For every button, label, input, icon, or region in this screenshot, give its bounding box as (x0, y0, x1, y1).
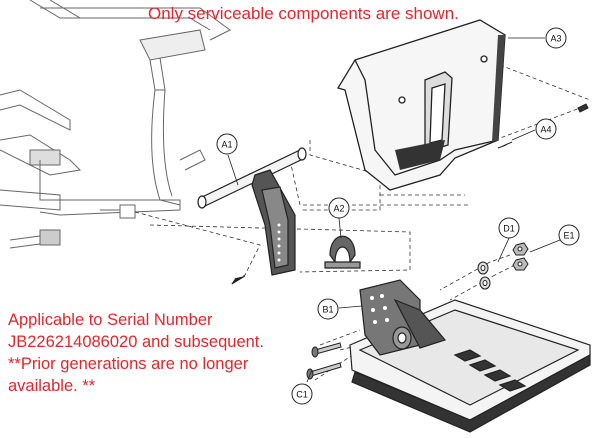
svg-text:A4: A4 (540, 125, 551, 135)
callout-a2: A2 (328, 197, 350, 219)
applicability-line: Applicable to Serial Number (8, 311, 213, 329)
applicability-line: **Prior generations are no longer (8, 355, 249, 373)
callout-a3: A3 (545, 27, 567, 49)
svg-text:A2: A2 (333, 204, 344, 214)
part-e1-nuts (512, 242, 529, 271)
direction-arrow (231, 275, 246, 285)
svg-text:D1: D1 (503, 224, 515, 234)
part-d1-washers (477, 261, 491, 290)
part-a1-bracket (197, 147, 307, 276)
chair-frame (0, 0, 231, 249)
svg-text:B1: B1 (322, 305, 333, 315)
part-b1-footplate (349, 279, 591, 433)
callout-a1: A1 (216, 133, 238, 155)
svg-text:A1: A1 (221, 140, 232, 150)
applicability-note: Applicable to Serial Number JB2262140860… (8, 309, 264, 397)
part-a3-back-cover (337, 19, 506, 191)
callout-d1: D1 (498, 217, 520, 239)
part-c1-bolts (306, 342, 342, 380)
callout-b1: B1 (317, 298, 339, 320)
part-a2-clamp (324, 235, 361, 269)
callout-e1: E1 (558, 224, 580, 246)
part-a4-screw (497, 103, 589, 149)
callout-leaders (227, 37, 561, 383)
svg-text:E1: E1 (563, 231, 574, 241)
applicability-line: available. ** (8, 377, 96, 395)
svg-text:A3: A3 (550, 34, 561, 44)
svg-text:C1: C1 (296, 390, 308, 400)
applicability-line: JB226214086020 and subsequent. (8, 333, 264, 351)
serviceable-components-note: Only serviceable components are shown. (148, 4, 459, 23)
callout-c1: C1 (291, 383, 313, 405)
callout-a4: A4 (535, 118, 557, 140)
